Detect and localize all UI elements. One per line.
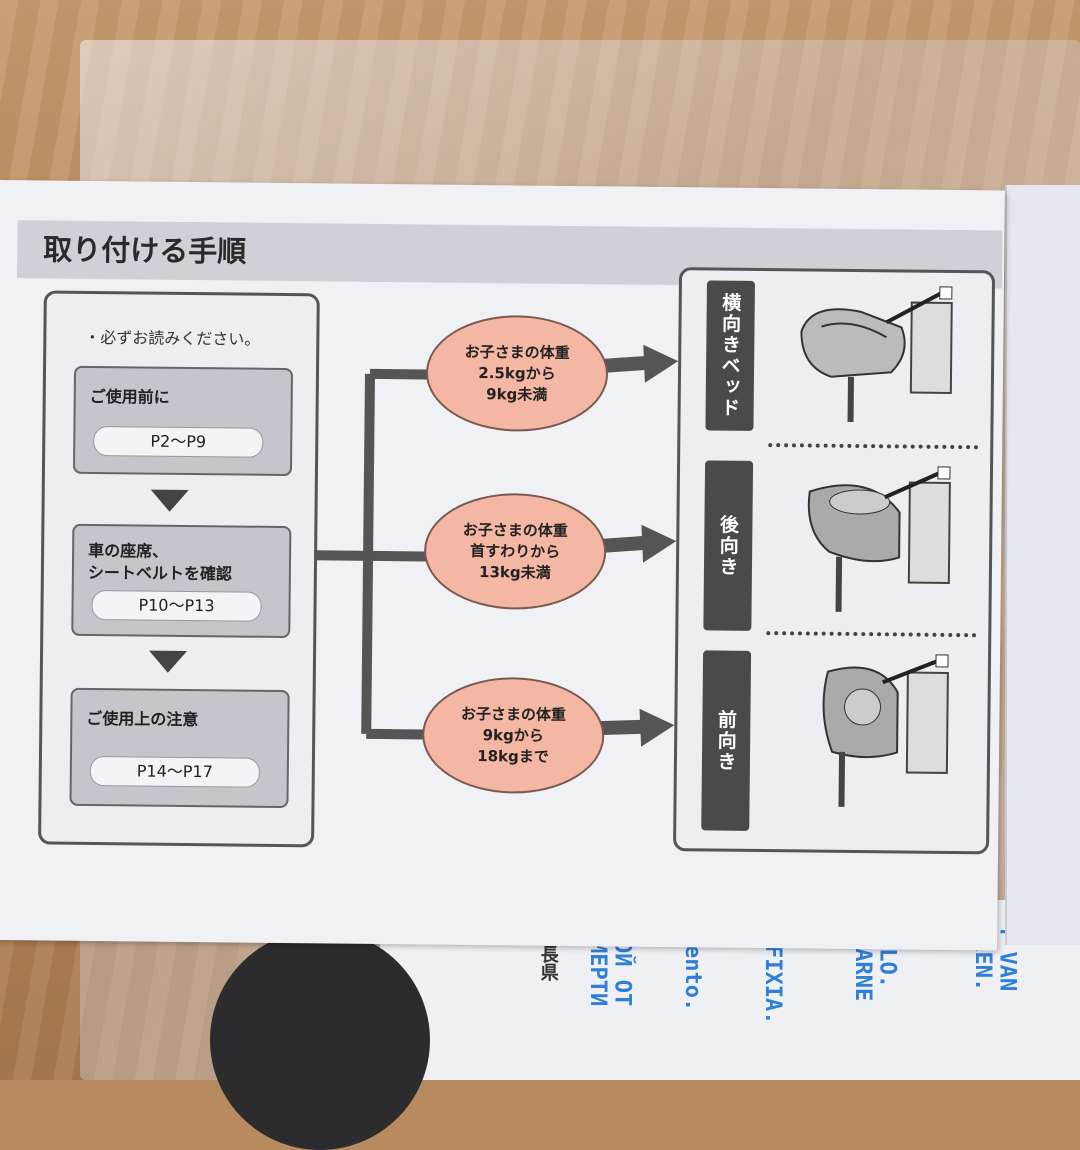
bg-text-col1: 長県 [538, 945, 558, 981]
bed-mode-seat-icon [790, 281, 972, 433]
arrow-head-mid-icon [641, 525, 676, 563]
divider-dots [768, 443, 978, 449]
manual-page: 取り付ける手順 ・必ずお読みください。 ご使用前に P2〜P9 車の座席、 シー… [0, 180, 1005, 950]
divider-dots [766, 631, 976, 637]
next-page-edge [1005, 185, 1080, 945]
bg-text-col4: FIXIA. [760, 945, 784, 1024]
weight-oval-front: お子さまの体重 9kgから 18kgまで [422, 676, 605, 794]
bg-text-col3: ento. [680, 945, 704, 1011]
rear-facing-seat-icon [788, 461, 970, 623]
bg-text-col2: ОЙ ОТ МЕРТИ [585, 940, 633, 1006]
mode-tab-rear: 後向き [703, 460, 753, 630]
black-disc-object [210, 930, 430, 1150]
mode-tab-front: 前向き [701, 650, 751, 830]
weight-oval-rear: お子さまの体重 首すわりから 13kg未満 [424, 492, 607, 610]
flow-line-main [314, 555, 368, 556]
arrow-head-top-icon [643, 345, 678, 383]
mode-tab-bed: 横向きベッド [705, 280, 755, 430]
arrow-head-bottom-icon [639, 709, 674, 747]
forward-facing-seat-icon [786, 651, 968, 813]
weight-oval-bed: お子さまの体重 2.5kgから 9kg未満 [425, 314, 608, 432]
seat-modes-box: 横向きベッド 後向き 前向き [673, 267, 995, 854]
